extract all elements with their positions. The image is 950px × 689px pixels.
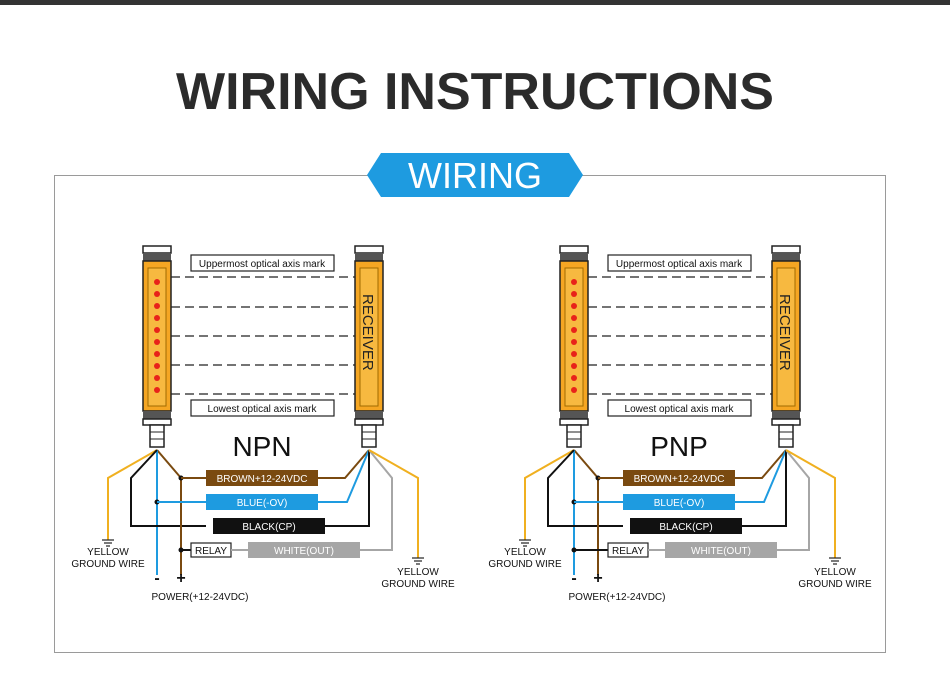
left-ground-label-1: YELLOW (87, 547, 129, 558)
black-wire-label: BLACK(CP) (659, 522, 712, 533)
top-bar (0, 0, 950, 5)
type-label: NPN (232, 431, 291, 462)
minus-terminal: - (571, 570, 576, 587)
right-ground-label-1: YELLOW (814, 567, 856, 578)
left-ground-label-2: GROUND WIRE (71, 559, 145, 570)
relay-label: RELAY (612, 546, 644, 557)
receiver: RECEIVER (771, 245, 801, 448)
receiver-label: RECEIVER (776, 294, 793, 371)
emitter (142, 245, 172, 448)
emitter (559, 245, 589, 448)
receiver-wires (735, 449, 836, 558)
type-label: PNP (650, 431, 708, 462)
plus-terminal: + (593, 570, 602, 587)
black-wire-label: BLACK(CP) (242, 522, 295, 533)
brown-wire-label: BROWN+12-24VDC (634, 474, 725, 485)
blue-wire-label: BLUE(-OV) (654, 498, 705, 509)
left-ground-icon (519, 539, 531, 547)
bottom-axis-mark: Lowest optical axis mark (208, 404, 318, 415)
top-axis-mark: Uppermost optical axis mark (616, 259, 743, 270)
right-ground-label-1: YELLOW (397, 567, 439, 578)
wiring-banner: WIRING (367, 153, 583, 197)
top-axis-mark: Uppermost optical axis mark (199, 259, 326, 270)
receiver-label: RECEIVER (359, 294, 376, 371)
bottom-axis-mark: Lowest optical axis mark (625, 404, 735, 415)
receiver-wires (318, 449, 419, 558)
brown-wire-label: BROWN+12-24VDC (217, 474, 308, 485)
blue-wire-label: BLUE(-OV) (237, 498, 288, 509)
white-wire-label: WHITE(OUT) (691, 546, 751, 557)
right-ground-label-2: GROUND WIRE (798, 579, 872, 590)
white-wire-label: WHITE(OUT) (274, 546, 334, 557)
left-ground-icon (102, 539, 114, 547)
right-ground-icon (412, 557, 424, 565)
page-title: WIRING INSTRUCTIONS (176, 63, 774, 121)
relay-label: RELAY (195, 546, 227, 557)
diagram-pnp: RECEIVER Uppermost optical axis mark Low… (488, 245, 872, 603)
left-ground-label-1: YELLOW (504, 547, 546, 558)
beams (171, 276, 355, 395)
minus-terminal: - (154, 570, 159, 587)
diagram-npn: RECEIVER Uppermost optical axis mark Low… (71, 245, 455, 603)
banner-shape (367, 153, 583, 197)
plus-terminal: + (176, 570, 185, 587)
banner-label: WIRING (408, 155, 542, 196)
beams (588, 276, 772, 395)
emitter-wires (524, 449, 623, 575)
left-ground-label-2: GROUND WIRE (488, 559, 562, 570)
power-label: POWER(+12-24VDC) (569, 592, 666, 603)
receiver: RECEIVER (354, 245, 384, 448)
emitter-wires (107, 449, 206, 575)
right-ground-label-2: GROUND WIRE (381, 579, 455, 590)
power-label: POWER(+12-24VDC) (152, 592, 249, 603)
right-ground-icon (829, 557, 841, 565)
